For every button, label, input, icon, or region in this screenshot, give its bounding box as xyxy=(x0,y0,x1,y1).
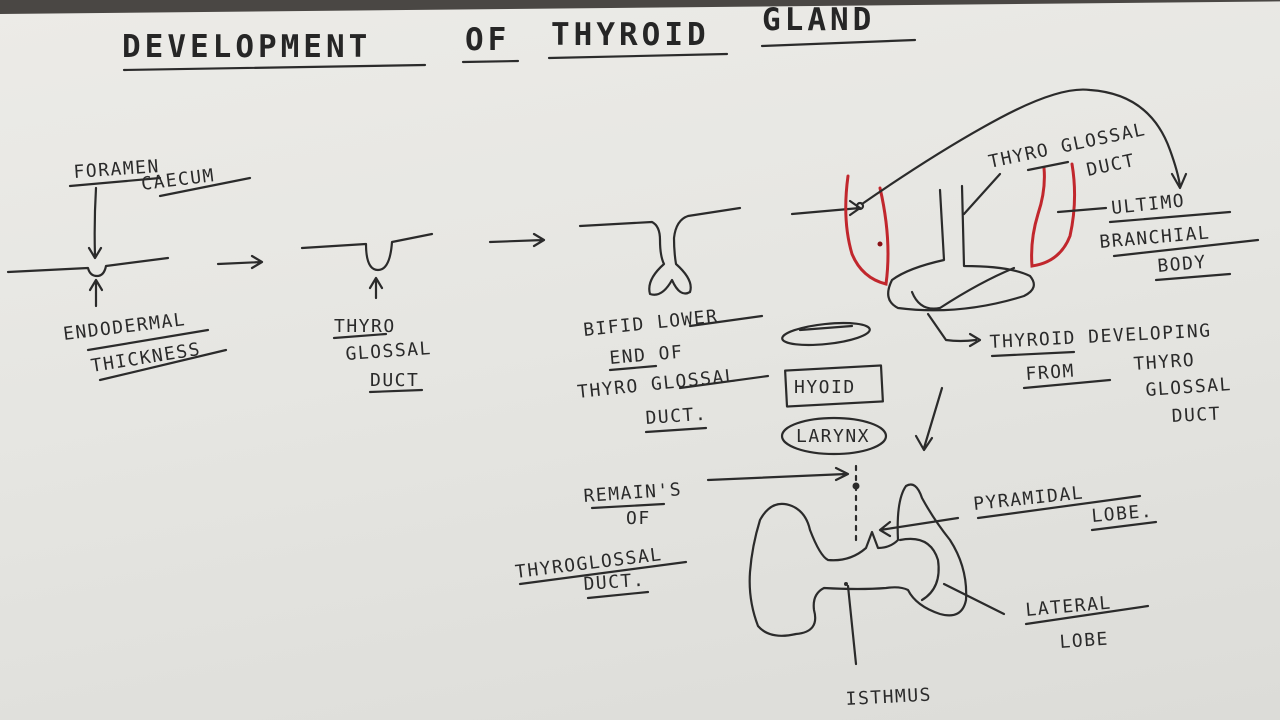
thyroid-dev-label-5: DUCT xyxy=(1171,403,1221,427)
title-word-development: DEVELOPMENT xyxy=(122,29,371,65)
stage-arrow-3 xyxy=(790,199,862,217)
thyroid-underline xyxy=(990,350,1076,358)
larynx-label: LARYNX xyxy=(796,426,870,447)
thyroid-dev-label-3: THYRO xyxy=(1133,350,1196,375)
ultimo-underline xyxy=(1108,210,1232,224)
left-ultimobranchial-body xyxy=(844,174,890,286)
thyro-label: THYRO xyxy=(334,316,396,337)
red-dot xyxy=(877,241,883,247)
stage-arrow-1 xyxy=(216,254,264,270)
gland-outline xyxy=(748,483,968,637)
body-underline xyxy=(1154,272,1232,282)
thyroid-dev-label-1: THYROID DEVELOPING xyxy=(989,320,1212,353)
duct3-underline xyxy=(644,426,708,434)
foramen-arrow xyxy=(87,186,103,260)
end-underline xyxy=(608,364,658,372)
remains-label-2: OF xyxy=(626,508,651,529)
title-underline-3 xyxy=(547,52,729,60)
body-label: BODY xyxy=(1157,252,1208,277)
ultimo-pointer xyxy=(1056,206,1108,214)
hyoid-box xyxy=(784,364,884,408)
pyramidal-pointer xyxy=(878,516,960,538)
branchial-underline xyxy=(1112,238,1260,258)
right-ultimobranchial-body xyxy=(1030,162,1077,268)
caecum-underline xyxy=(158,176,252,198)
ultimo-label: ULTIMO xyxy=(1110,190,1186,219)
stage-4-thyroid-developing: THYRO GLOSSAL DUCT ULTIMO BRANCHIAL BODY… xyxy=(844,88,1260,452)
isthmus-point xyxy=(844,582,848,586)
title-underline-1 xyxy=(122,63,427,72)
duct-underline xyxy=(368,388,424,394)
from-underline xyxy=(1022,378,1112,390)
isthmus-label: ISTHMUS xyxy=(845,685,932,710)
title-word-thyroid: THYROID xyxy=(551,17,710,53)
pyramidal-underline xyxy=(976,494,1142,520)
hyoid-bone-inner xyxy=(798,324,854,332)
remains-duct-underline xyxy=(586,590,650,600)
isthmus-pointer xyxy=(846,584,858,666)
duct-label: DUCT xyxy=(370,370,419,391)
endodermal-underline xyxy=(86,328,210,352)
title-underline-4 xyxy=(760,38,917,48)
bifid-line-4: DUCT. xyxy=(645,404,708,429)
bifid-duct xyxy=(578,206,742,296)
remains-underline xyxy=(590,502,666,510)
lateral-pointer xyxy=(942,582,1006,616)
bifid-line-2: END OF xyxy=(609,342,685,369)
remains-arrow xyxy=(706,466,850,482)
stage-1-endodermal-thickening: FORAMEN CAECUM ENDODERMAL THICKNESS xyxy=(6,156,264,382)
down-arrow xyxy=(914,386,944,452)
bifid-line-1: BIFID LOWER xyxy=(582,306,719,341)
title-word-gland: GLAND xyxy=(762,2,875,38)
stage-2-thyroglossal-duct: THYRO GLOSSAL DUCT xyxy=(300,232,546,394)
tg-duct-underline xyxy=(1026,160,1070,172)
lateral-lobe-curve xyxy=(898,537,940,602)
duct-arrow xyxy=(368,276,384,300)
lateral-underline xyxy=(1024,604,1150,626)
glossal-underline xyxy=(678,374,770,390)
tg-duct-pointer xyxy=(962,172,1002,216)
hyoid-label: HYOID xyxy=(794,377,856,398)
thyroid-dev-label-4: GLOSSAL xyxy=(1145,374,1233,401)
endodermal-arrow xyxy=(88,278,104,308)
thyroid-dev-pointer xyxy=(926,312,982,348)
branchial-label: BRANCHIAL xyxy=(1099,222,1211,253)
hyoid-larynx-group: HYOID LARYNX xyxy=(780,321,888,456)
larynx-ellipse xyxy=(780,416,888,456)
thyroglossal-underline xyxy=(518,560,688,586)
lower-underline xyxy=(688,314,764,328)
lobe-underline xyxy=(1090,520,1158,532)
page-title: DEVELOPMENT OF THYROID GLAND xyxy=(122,2,917,72)
endoderm-line xyxy=(6,256,170,278)
remains-label-4: DUCT. xyxy=(583,570,646,595)
remains-label-1: REMAIN'S xyxy=(583,479,683,507)
thickness-label: THICKNESS xyxy=(89,339,202,377)
thyro-underline xyxy=(332,332,388,340)
foramen-point xyxy=(855,201,865,211)
hyoid-bone-shape xyxy=(781,321,871,347)
ultimobranchial-curve-arrow xyxy=(860,88,1188,206)
thyroid-dev-label-2: FROM xyxy=(1025,361,1076,385)
thyroid-gland-final: REMAIN'S OF THYROGLOSSAL DUCT. PYRAMIDAL… xyxy=(514,464,1158,710)
tg-duct-label-2: DUCT xyxy=(1085,150,1138,181)
glossal-label: GLOSSAL xyxy=(345,338,433,365)
duct-pit-line xyxy=(300,232,434,272)
lateral-label-2: LOBE xyxy=(1059,629,1110,653)
endodermal-label: ENDODERMAL xyxy=(62,309,187,345)
thickness-underline xyxy=(98,348,228,382)
title-word-of: OF xyxy=(465,22,510,58)
title-underline-2 xyxy=(461,59,520,64)
developing-thyroid-duct xyxy=(887,184,1035,312)
thyroid-crossing-line xyxy=(910,266,1016,310)
stage-arrow-2 xyxy=(488,232,546,248)
foramen-underline xyxy=(68,176,162,188)
